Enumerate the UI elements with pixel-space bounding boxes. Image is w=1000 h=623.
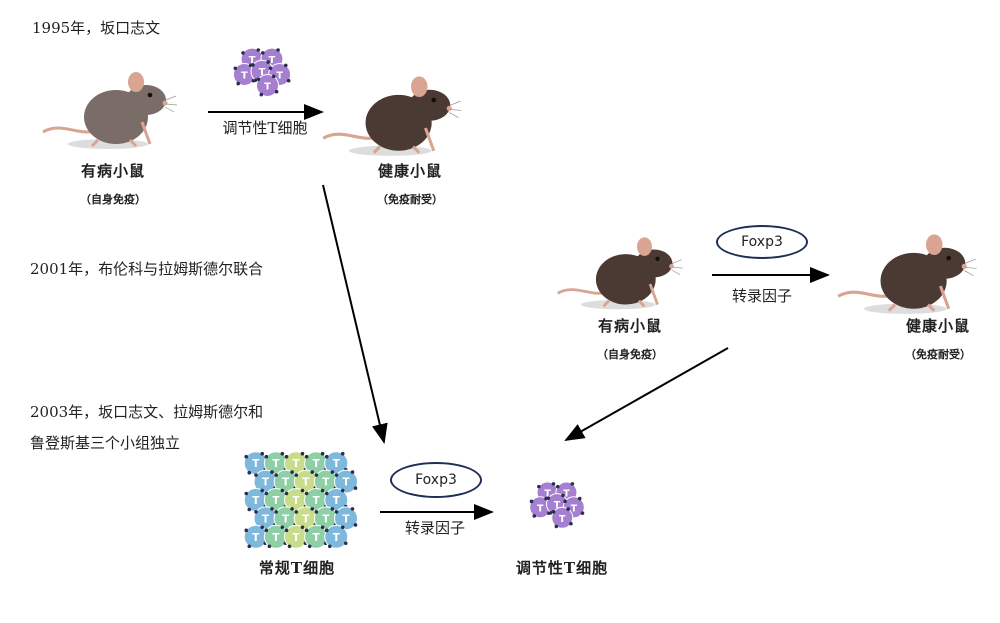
t-cell — [243, 524, 268, 549]
t-cell-letter: T — [333, 495, 340, 507]
t-cell-letter: T — [333, 458, 340, 470]
t-cell-letter: T — [292, 532, 299, 544]
sick-mouse-right-label: 有病小鼠 — [597, 317, 663, 335]
t-cell-letter: T — [241, 71, 248, 82]
healthy-mouse-top-sub: （免疫耐受） — [377, 193, 443, 206]
t-cell-letter: T — [282, 513, 289, 525]
healthy-mouse-right-label: 健康小鼠 — [905, 317, 971, 335]
t-cell-letter: T — [333, 532, 340, 544]
foxp3-ellipse-right: Foxp3 — [716, 225, 808, 259]
t-cell-letter: T — [252, 495, 259, 507]
arrow-right-to-bottom — [564, 347, 729, 441]
healthy-mouse-top-label: 健康小鼠 — [377, 162, 443, 180]
treg-cells-bottom-label: 调节性T细胞 — [515, 559, 609, 577]
right-arrow-label: 转录因子 — [731, 287, 793, 305]
foxp3-label-right: Foxp3 — [741, 234, 783, 250]
sick-mouse-top — [41, 70, 179, 151]
foxp3-label-bottom: Foxp3 — [415, 472, 457, 488]
sick-mouse-right — [556, 235, 685, 311]
t-cell-letter: T — [272, 495, 279, 507]
t-cell-letter: T — [262, 513, 269, 525]
t-cell-letter: T — [262, 477, 269, 489]
healthy-mouse-right-sub: （免疫耐受） — [905, 348, 971, 361]
t-cell-letter: T — [554, 500, 561, 511]
event-2003-line2: 鲁登斯基三个小组独立 — [30, 434, 181, 452]
t-cell-letter: T — [272, 458, 279, 470]
t-cell-letter: T — [252, 532, 259, 544]
event-1995: 1995年，坂口志文 — [32, 19, 161, 37]
t-cell — [284, 524, 308, 549]
t-cell-letter: T — [269, 55, 276, 66]
event-2003-line1: 2003年，坂口志文、拉姆斯德尔和 — [30, 403, 264, 421]
t-cell-letter: T — [571, 503, 578, 514]
sick-mouse-top-label: 有病小鼠 — [80, 162, 146, 180]
t-cell-letter: T — [302, 513, 309, 525]
t-cell — [232, 63, 256, 86]
t-cell-letter: T — [259, 67, 266, 78]
bottom-arrow-label: 转录因子 — [404, 519, 466, 537]
t-cell — [551, 506, 574, 529]
t-cell-letter: T — [342, 477, 349, 489]
conventional-t-cells-label: 常规T细胞 — [258, 559, 336, 577]
t-cell-letter: T — [276, 71, 283, 82]
t-cell-letter: T — [544, 489, 551, 500]
t-cell-letter: T — [313, 532, 320, 544]
arrow-top-to-bottom — [322, 184, 388, 444]
t-cell-letter: T — [563, 489, 570, 500]
t-cell-letter: T — [264, 82, 271, 93]
event-2001: 2001年，布伦科与拉姆斯德尔联合 — [30, 260, 264, 278]
t-cell-letter: T — [302, 477, 309, 489]
t-cell-letter: T — [322, 477, 329, 489]
t-cell-letter: T — [313, 495, 320, 507]
t-cell-letter: T — [322, 513, 329, 525]
treg-arrow-label: 调节性T细胞 — [222, 119, 308, 137]
t-cell-letter: T — [252, 458, 259, 470]
sick-mouse-top-sub: （自身免疫） — [80, 193, 146, 206]
treg-cells-bottom-bodies — [529, 481, 585, 529]
t-cell-letter: T — [249, 55, 256, 66]
t-cell-letter: T — [272, 532, 279, 544]
t-cell — [256, 74, 279, 97]
t-cell — [324, 524, 349, 549]
sick-mouse-right-sub: （自身免疫） — [597, 348, 663, 361]
t-cell-letter: T — [342, 513, 349, 525]
t-cell-letter: T — [282, 477, 289, 489]
healthy-mouse-right — [836, 232, 979, 316]
t-cell-letter: T — [559, 514, 566, 525]
t-cell-letter: T — [313, 458, 320, 470]
conventional-t-cells-bodies — [243, 451, 359, 549]
t-cell-letter: T — [292, 458, 299, 470]
t-cell-letter: T — [292, 495, 299, 507]
foxp3-ellipse-bottom: Foxp3 — [390, 462, 482, 498]
t-cell-letter: T — [537, 503, 544, 514]
treg-cells-top-bodies — [232, 47, 292, 97]
healthy-mouse-top — [321, 74, 464, 158]
